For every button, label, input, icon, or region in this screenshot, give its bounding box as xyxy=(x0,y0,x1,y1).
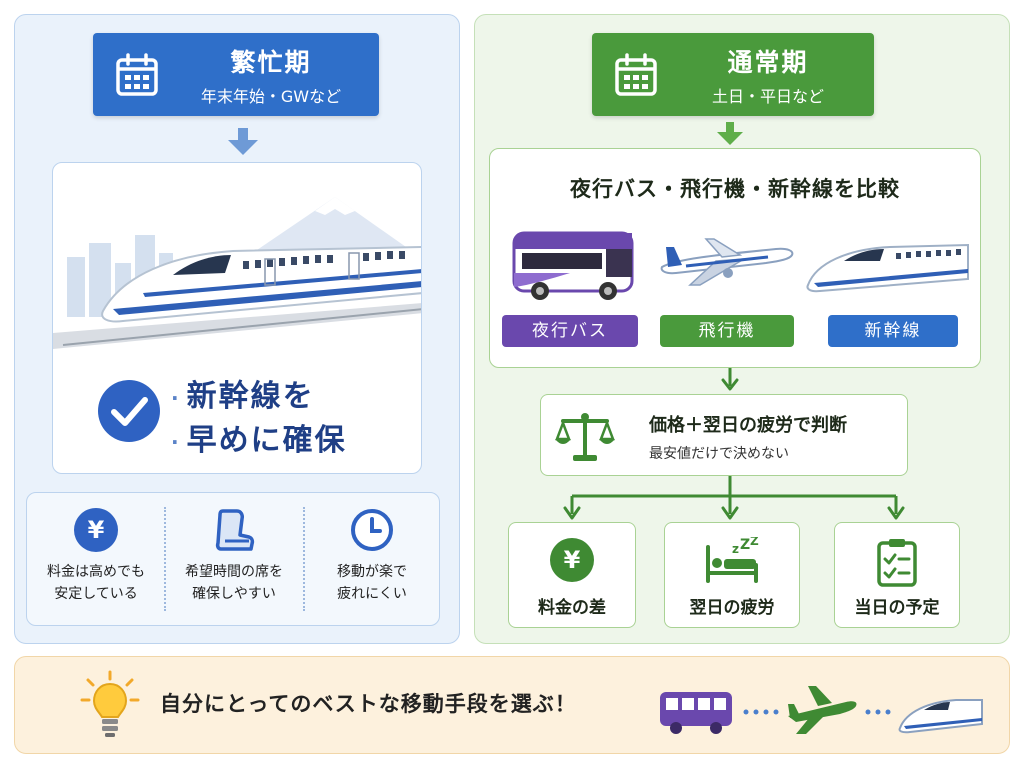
svg-text:Z: Z xyxy=(750,537,759,548)
judgement-subtitle: 最安値だけで決めない xyxy=(649,446,789,462)
seat-icon xyxy=(215,509,255,551)
transport-chain-icons xyxy=(660,686,983,734)
clipboard-check-icon xyxy=(877,539,917,587)
lightbulb-icon xyxy=(80,670,140,737)
secure-text-line2: ·早めに確保 xyxy=(171,423,347,458)
compare-title: 夜行バス・飛行機・新幹線を比較 xyxy=(570,177,900,201)
sleeping-bed-icon: z Z Z xyxy=(706,537,759,583)
normal-season-header: 通常期 土日・平日など xyxy=(592,33,874,116)
clock-icon xyxy=(351,509,393,551)
divider xyxy=(164,507,166,611)
balance-scale-icon xyxy=(555,413,615,461)
benefit-text: 料金は高めでも 安定している xyxy=(47,564,145,602)
bus-icon xyxy=(512,231,634,300)
bus-icon xyxy=(660,692,732,734)
busy-season-subtitle: 年末年始・GWなど xyxy=(200,87,342,106)
shinkansen-icon xyxy=(806,243,969,293)
down-arrow-icon xyxy=(228,128,258,155)
night-bus-label: 夜行バス xyxy=(502,315,638,347)
benefits-row: ¥ 料金は高めでも 安定している 希望時間の席を 確保しやすい 移動が楽で 疲れ… xyxy=(26,492,440,626)
compare-card: 夜行バス・飛行機・新幹線を比較 夜行バス 飛行機 新幹線 xyxy=(489,148,981,368)
benefit-text: 移動が楽で 疲れにくい xyxy=(337,564,407,602)
judgement-card: 価格＋翌日の疲労で判断 最安値だけで決めない xyxy=(540,394,908,476)
divider xyxy=(303,507,305,611)
factor-schedule: 当日の予定 xyxy=(834,522,960,628)
svg-text:z: z xyxy=(732,542,739,556)
conclusion-text: 自分にとってのベストな移動手段を選ぶ！ xyxy=(160,692,577,716)
benefit-item: 希望時間の席を 確保しやすい xyxy=(165,493,303,627)
normal-season-subtitle: 土日・平日など xyxy=(711,87,824,106)
factor-price-text: 料金の差 xyxy=(538,598,606,618)
down-arrow-icon xyxy=(721,368,739,391)
shinkansen-icon xyxy=(898,699,983,734)
calendar-icon xyxy=(116,53,158,96)
busy-season-header: 繁忙期 年末年始・GWなど xyxy=(93,33,379,116)
secure-text-line1: ·新幹線を xyxy=(171,379,315,414)
factor-schedule-text: 当日の予定 xyxy=(854,598,940,618)
factor-price: ¥ 料金の差 xyxy=(508,522,636,628)
yen-icon: ¥ xyxy=(74,508,118,552)
busy-season-title: 繁忙期 xyxy=(230,48,312,77)
shinkansen-card: ·新幹線を ·早めに確保 xyxy=(52,162,422,474)
check-circle-icon xyxy=(98,380,160,442)
branch-arrows xyxy=(563,476,905,520)
yen-icon: ¥ xyxy=(550,538,594,582)
shinkansen-illustration xyxy=(53,197,421,349)
airplane-icon xyxy=(660,238,794,286)
judgement-title: 価格＋翌日の疲労で判断 xyxy=(649,415,847,436)
svg-text:Z: Z xyxy=(740,537,750,553)
factor-fatigue: z Z Z 翌日の疲労 xyxy=(664,522,800,628)
normal-season-title: 通常期 xyxy=(727,48,809,77)
factor-fatigue-text: 翌日の疲労 xyxy=(689,598,775,618)
svg-text:¥: ¥ xyxy=(88,516,105,544)
down-arrow-icon xyxy=(717,122,743,145)
benefit-item: 移動が楽で 疲れにくい xyxy=(303,493,441,627)
svg-text:¥: ¥ xyxy=(564,546,581,574)
airplane-label: 飛行機 xyxy=(660,315,794,347)
airplane-icon xyxy=(788,686,857,734)
benefit-item: ¥ 料金は高めでも 安定している xyxy=(27,493,165,627)
benefit-text: 希望時間の席を 確保しやすい xyxy=(185,564,283,602)
shinkansen-label: 新幹線 xyxy=(828,315,958,347)
calendar-icon xyxy=(615,53,657,96)
